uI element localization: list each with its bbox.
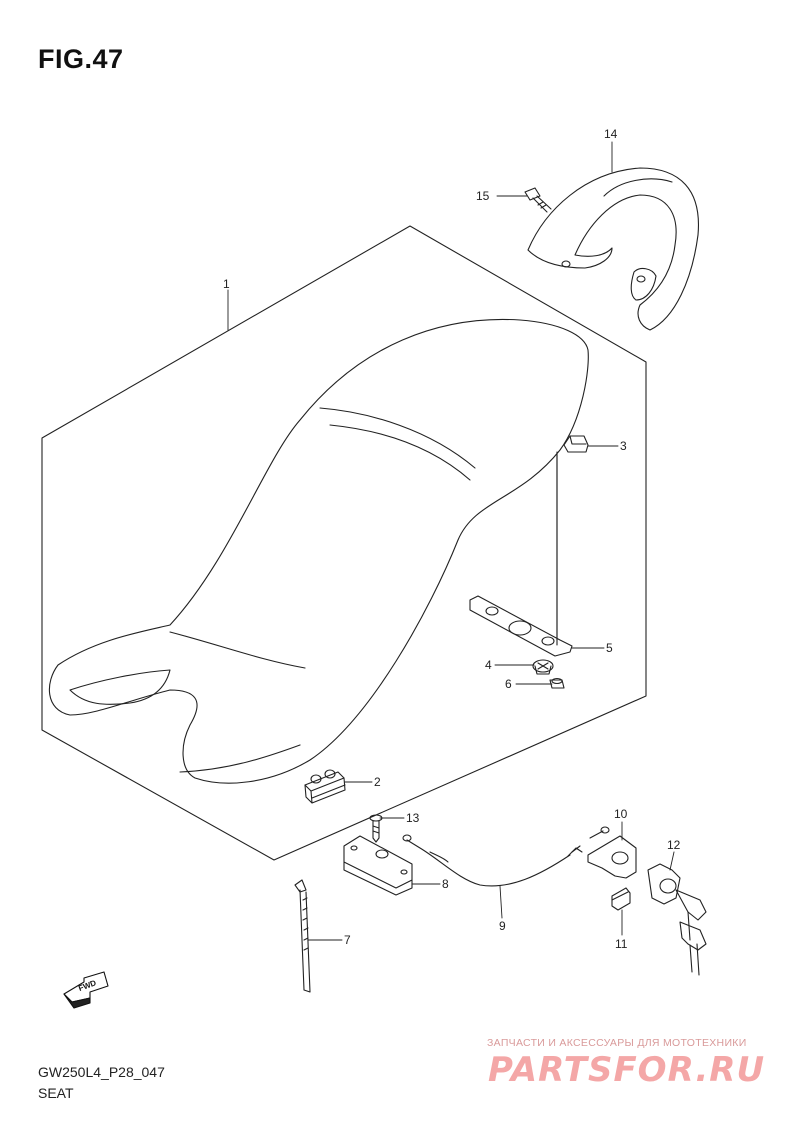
callout-3: 3 [620, 439, 627, 453]
figure-title: FIG.47 [38, 44, 124, 74]
figure-code: GW250L4_P28_047 [38, 1064, 165, 1080]
callout-12: 12 [667, 838, 681, 852]
watermark-logo: PARTSFOR.RU [488, 1050, 766, 1090]
part-3-cushion [563, 435, 589, 453]
leader-lines [227, 141, 675, 941]
part-4-grommet [532, 659, 554, 675]
part-2-rubber-block [304, 769, 346, 804]
callout-8: 8 [442, 877, 449, 891]
part-13-screw [369, 814, 383, 843]
callout-10: 10 [614, 807, 628, 821]
callout-7: 7 [344, 933, 351, 947]
callout-13: 13 [406, 811, 420, 825]
part-12-key-lock [647, 863, 707, 976]
part-5-bracket [469, 595, 573, 657]
seat-assembly-outline [41, 225, 647, 861]
callout-9: 9 [499, 919, 506, 933]
figure-name: SEAT [38, 1085, 74, 1101]
callout-4: 4 [485, 658, 492, 672]
part-6-nut [549, 677, 565, 689]
callout-numbers: 1 2 3 4 5 6 7 8 9 10 11 12 13 14 15 [223, 127, 681, 951]
part-9-cable [402, 826, 610, 887]
callout-14: 14 [604, 127, 618, 141]
seat-shape [48, 318, 589, 784]
part-8-seat-lock [343, 835, 413, 896]
callout-11: 11 [615, 937, 628, 951]
part-15-bolt [524, 187, 552, 213]
part-7-tie-strap [294, 879, 311, 993]
callout-6: 6 [505, 677, 512, 691]
fwd-arrow-icon: FWD [63, 971, 109, 1009]
callout-15: 15 [476, 189, 490, 203]
watermark-tagline: ЗАПЧАСТИ И АКСЕССУАРЫ ДЛЯ МОТОТЕХНИКИ [487, 1037, 747, 1049]
callout-1: 1 [223, 277, 230, 291]
part-14-grab-handle [527, 167, 700, 331]
part-10-lock-holder [587, 835, 637, 879]
part-11-clip [611, 887, 631, 911]
callout-5: 5 [606, 641, 613, 655]
callout-2: 2 [374, 775, 381, 789]
